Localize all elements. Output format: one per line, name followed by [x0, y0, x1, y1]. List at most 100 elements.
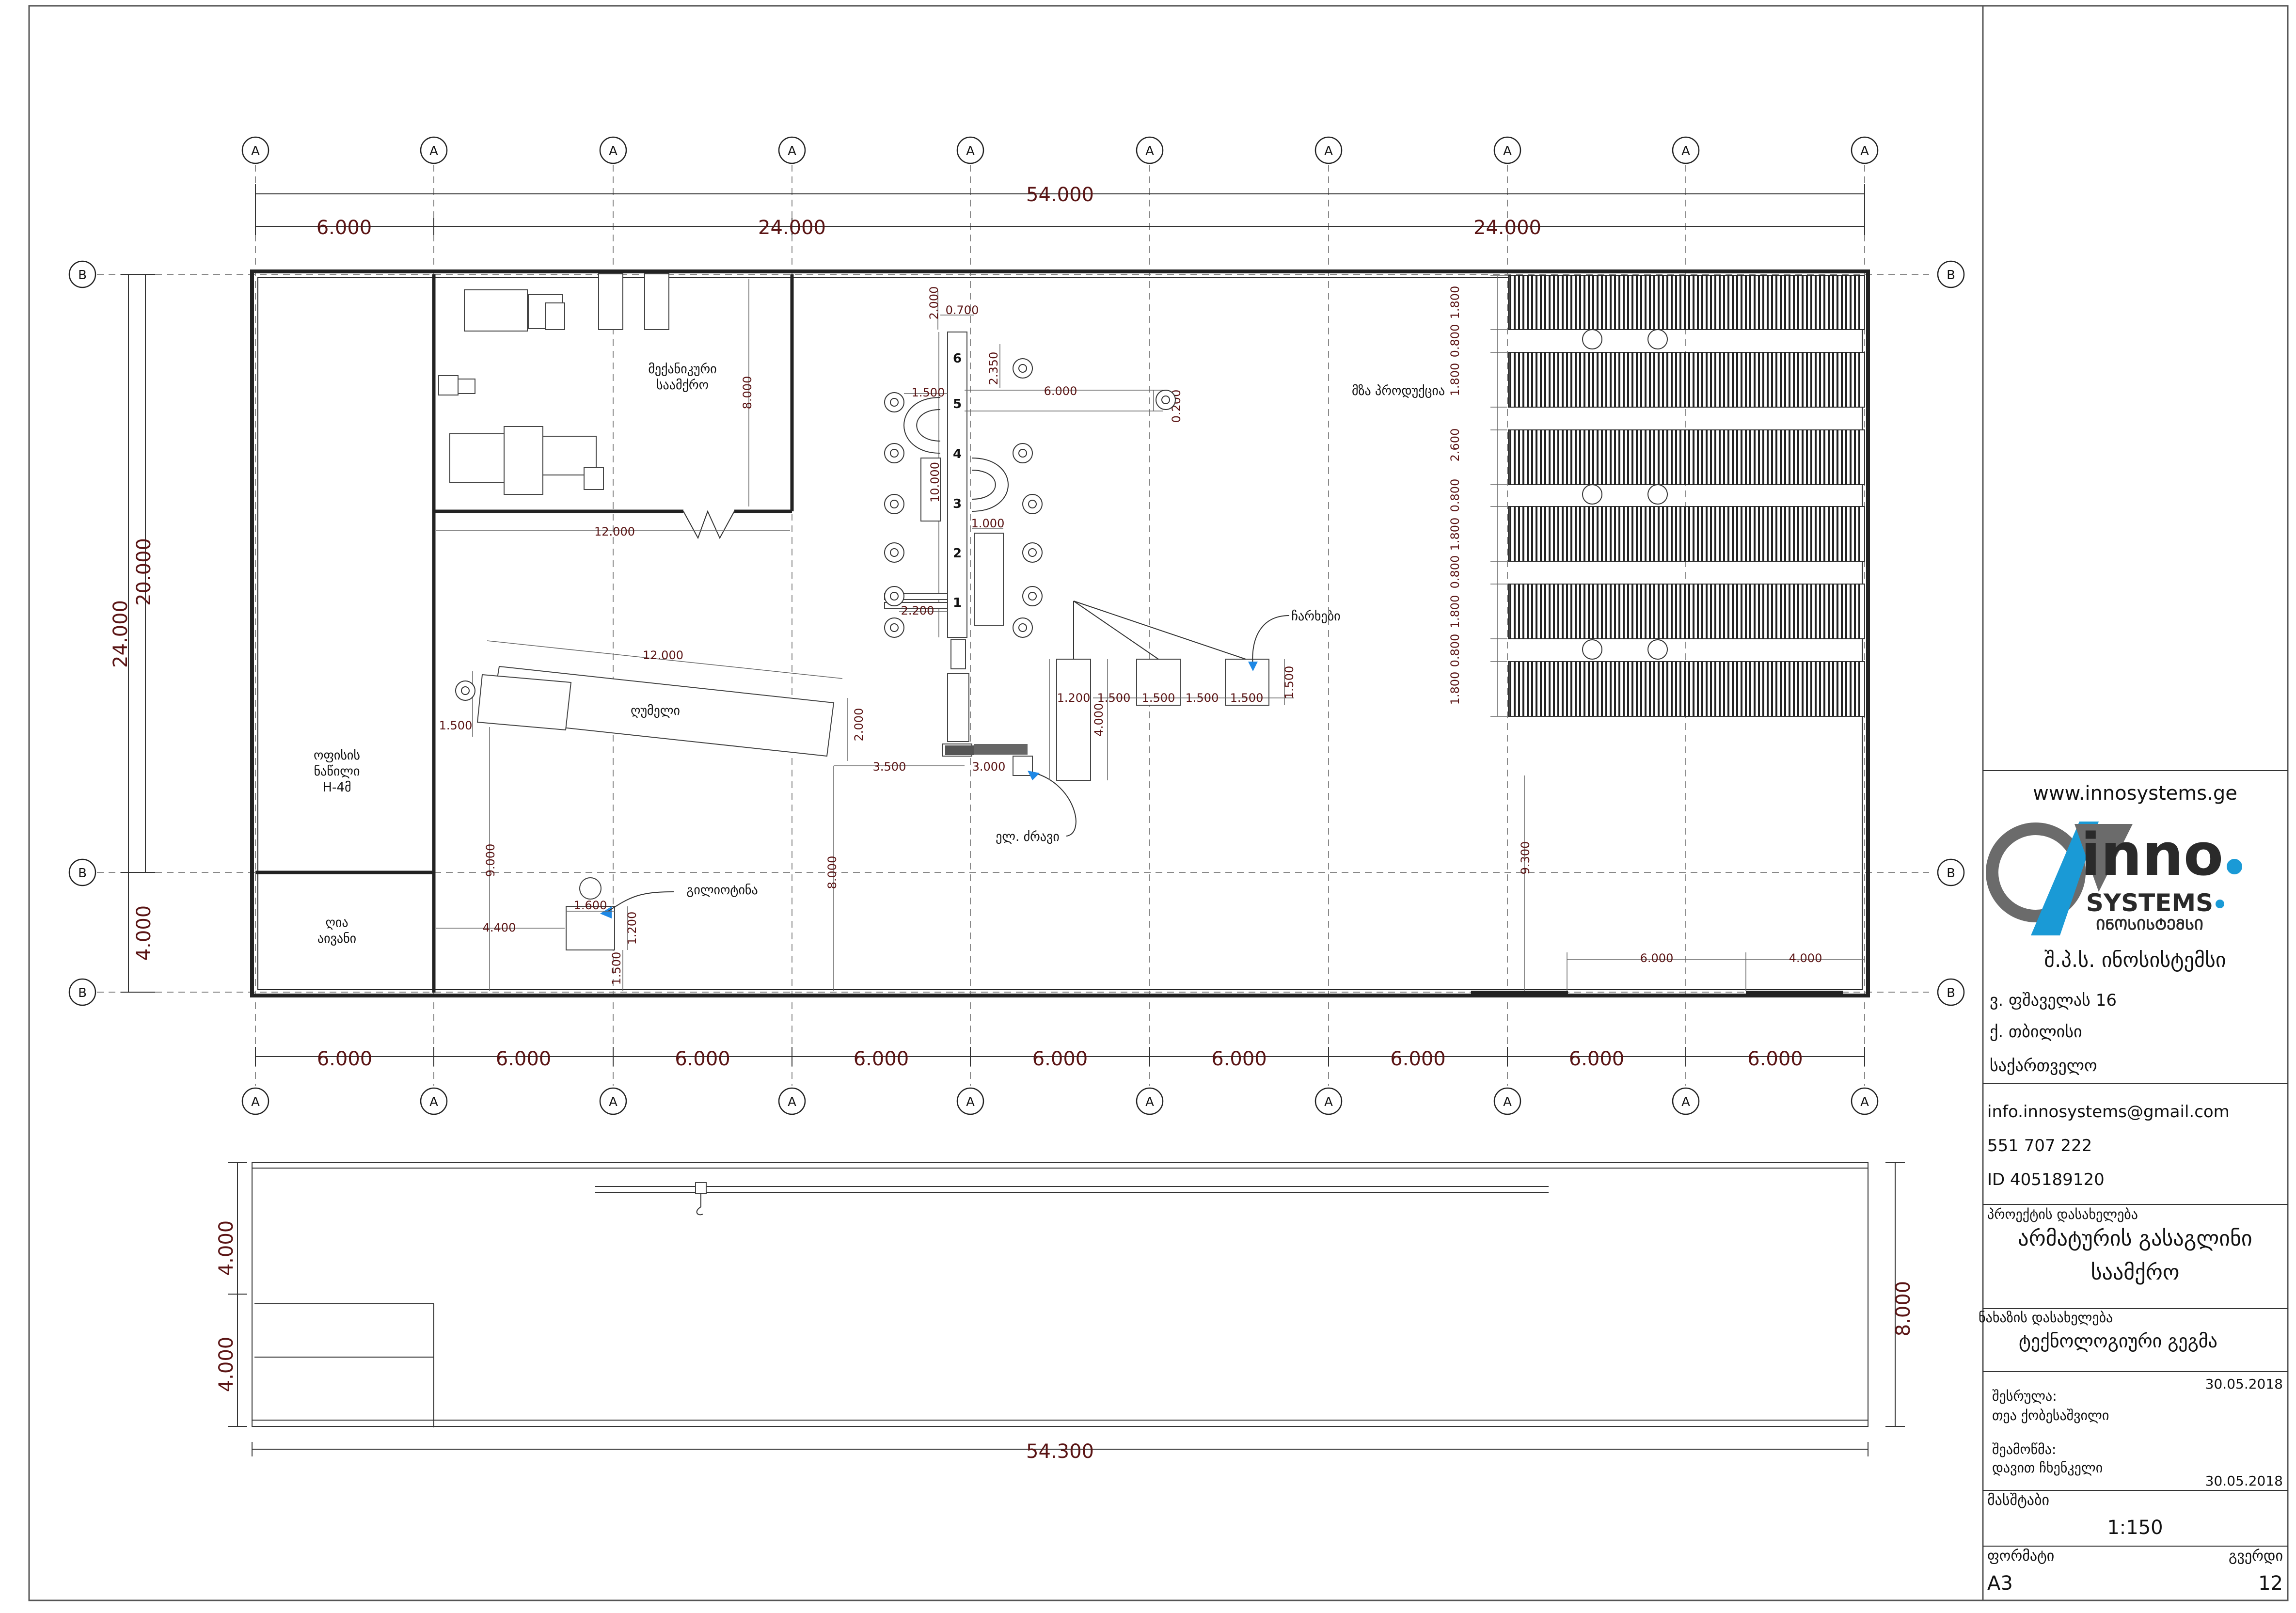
room-label-mech-workshop: მექანიკური	[648, 362, 716, 377]
dim-storage: 0.800	[1448, 555, 1462, 589]
axis-bubble-left	[68, 260, 96, 288]
dim-furnace: 3.500	[873, 760, 906, 774]
stand-number: 6	[953, 351, 962, 366]
axis-label: B	[1947, 986, 1955, 1000]
axis-label: A	[609, 1095, 618, 1109]
dim-storage: 1.800	[1448, 672, 1462, 705]
dim-door: 6.000	[1640, 951, 1674, 965]
worker-icon	[1582, 484, 1602, 505]
dim-bottom-segment: 6.000	[1032, 1048, 1088, 1070]
stand-number: 3	[953, 497, 962, 511]
worker-symbols	[455, 358, 1176, 701]
dim-motor: 3.000	[972, 760, 1006, 774]
axis-bubble-top	[1314, 136, 1343, 164]
label-furnace: ღუმელი	[631, 704, 680, 718]
dim-guillotine: 1.200	[625, 912, 639, 945]
label-guillotine: გილიოტინა	[686, 883, 758, 898]
axis-label: B	[78, 986, 87, 1000]
axis-label: A	[1324, 1095, 1333, 1109]
axis-label: A	[1145, 144, 1154, 158]
room-label-mech-workshop: საამქრო	[656, 378, 709, 393]
dim-bottom-segment: 6.000	[496, 1048, 552, 1070]
dim-guillotine: 4.400	[483, 921, 516, 934]
worker-icon	[884, 542, 904, 563]
dim-left-total: 24.000	[110, 600, 132, 668]
axis-label: A	[1503, 144, 1512, 158]
dim-stand: 2.000	[927, 286, 941, 320]
dim-furnace: 1.500	[439, 719, 473, 732]
dim-top-segment: 24.000	[758, 217, 826, 239]
dim-storage: 1.800	[1448, 363, 1462, 396]
worker-icon	[1022, 542, 1043, 563]
dim-guillotine: 1.600	[574, 899, 607, 912]
dim-door: 4.000	[1789, 951, 1822, 965]
top-dimensions: 54.000 6.000 24.000 24.000	[255, 184, 1865, 239]
worker-icon	[1156, 390, 1176, 410]
dim-roller: 1.500	[1283, 666, 1296, 699]
logo-main: inno	[2081, 822, 2223, 889]
dim-top-segment: 24.000	[1473, 217, 1541, 239]
dim-roller: 1.500	[1230, 691, 1264, 705]
worker-icon	[884, 494, 904, 514]
drawing-label: ნახაზის დასახელება	[1979, 1310, 2113, 1326]
dim-storage: 1.800	[1448, 518, 1462, 551]
axis-bubble-bottom	[956, 1087, 984, 1115]
axis-bubble-top	[420, 136, 448, 164]
worker-icon	[884, 443, 904, 463]
logo-sub: SYSTEMS	[2086, 889, 2213, 917]
dim-bottom-segment: 6.000	[854, 1048, 909, 1070]
axis-bubble-left	[68, 858, 96, 886]
axis-bubble-bottom	[1314, 1087, 1343, 1115]
dim-furnace: 9.000	[484, 844, 497, 877]
room-label-office: H-4მ	[322, 780, 351, 795]
axis-label: A	[251, 1095, 260, 1109]
email: info.innosystems@gmail.com	[1987, 1102, 2230, 1122]
website: www.innosystems.ge	[2033, 782, 2237, 805]
axis-bubble-bottom	[599, 1087, 627, 1115]
sheet-border	[28, 5, 2289, 1601]
scale-label: მასშტაბი	[1987, 1492, 2049, 1509]
axis-label: A	[1324, 144, 1333, 158]
room-label-open-shed: აივანი	[317, 932, 356, 946]
stand-number: 2	[953, 546, 962, 561]
format-value: A3	[1987, 1572, 2013, 1595]
workshop-machines	[438, 273, 669, 495]
dim-stand: 1.000	[971, 517, 1005, 530]
axis-bubble-right	[1937, 858, 1965, 886]
phone: 551 707 222	[1987, 1136, 2092, 1155]
dim-furnace: 8.000	[825, 856, 839, 889]
dim-guillotine: 1.500	[610, 952, 623, 985]
dim-overall-width: 54.000	[1026, 184, 1094, 206]
axis-label: A	[1503, 1095, 1512, 1109]
cross-section: 54.300 4.000 4.000 8.000	[215, 1162, 1915, 1463]
logo-geo: ᲘᲜᲝᲡᲘᲡᲢᲔᲛᲡᲘ	[2096, 917, 2203, 933]
furnace: 12.000 1.500 2.000 3.500 3.000 9.000 8.0…	[439, 640, 1006, 991]
axis-label: A	[1860, 1095, 1869, 1109]
scale-value: 1:150	[2107, 1517, 2163, 1539]
axis-label: A	[1681, 144, 1690, 158]
room-label-office: ოფისის	[314, 748, 360, 763]
checked-label: შეამოწმა:	[1992, 1441, 2056, 1457]
axis-bubble-bottom	[1136, 1087, 1164, 1115]
axis-bubble-top	[956, 136, 984, 164]
company-logo: inno SYSTEMS ᲘᲜᲝᲡᲘᲡᲢᲔᲛᲡᲘ	[1986, 822, 2242, 935]
axis-bubble-bottom	[241, 1087, 269, 1115]
dim-storage-aisle: 9.300	[1519, 841, 1532, 875]
axis-label: A	[251, 144, 260, 158]
executed-by: თეა ქობესაშვილი	[1992, 1407, 2109, 1423]
label-rollers: ჩარხები	[1291, 609, 1340, 624]
axis-bubble-top	[1672, 136, 1700, 164]
floor-plan: 8.000 1 2.000 მექანიკური საამქრო ოფისის ნ…	[250, 269, 1870, 997]
address-line: ქ. თბილისი	[1990, 1022, 2082, 1042]
room-label-office: ნაწილი	[314, 764, 360, 779]
dim-storage: 2.600	[1448, 428, 1462, 462]
stand-number: 1	[953, 596, 962, 610]
axis-bubble-top	[241, 136, 269, 164]
dim-stand: 2.200	[901, 604, 934, 617]
axis-label: A	[1145, 1095, 1154, 1109]
axis-label: A	[788, 144, 796, 158]
label-finished-products: მზა პროდუქცია	[1352, 384, 1445, 398]
dim-section-length: 54.300	[1026, 1440, 1094, 1463]
axis-label: B	[78, 866, 87, 881]
dim-bottom-segment: 6.000	[1211, 1048, 1267, 1070]
